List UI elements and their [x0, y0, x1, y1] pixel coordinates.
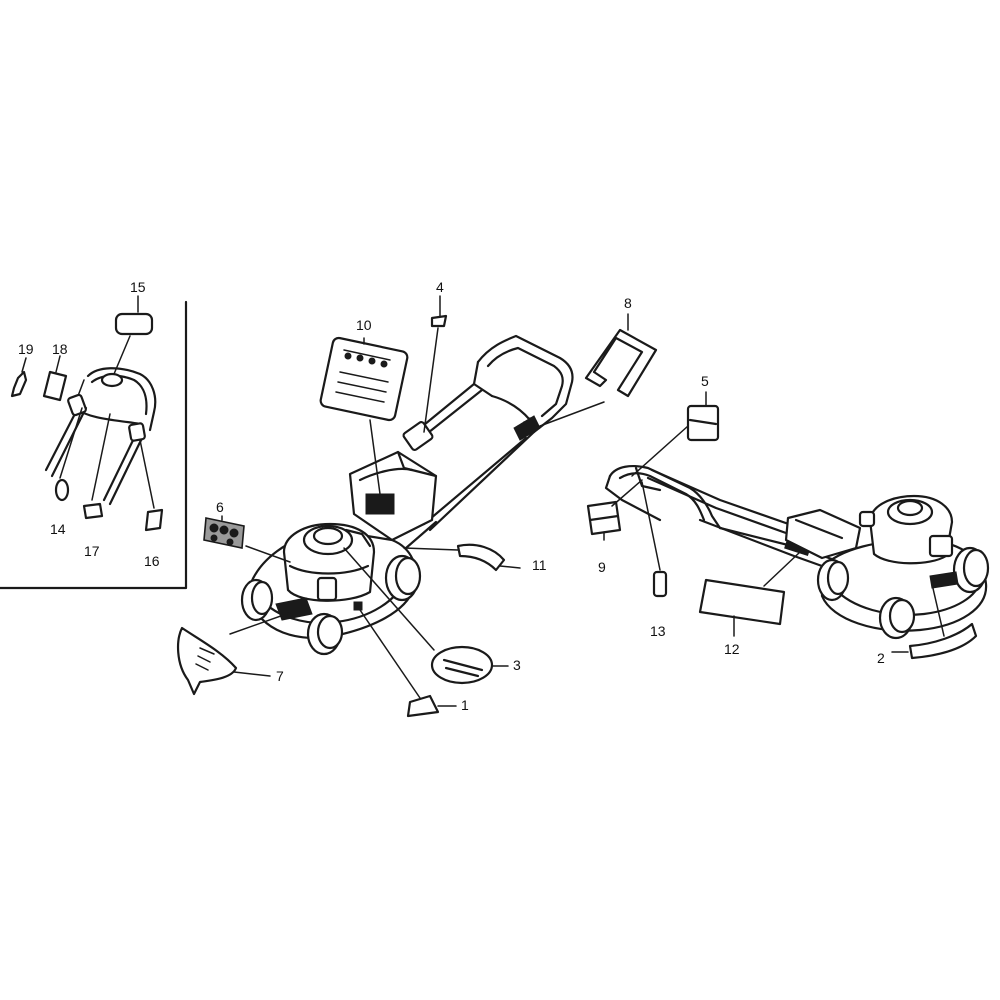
right-grass-bag	[784, 508, 862, 560]
center-mower	[176, 295, 658, 718]
decal-11-shape	[456, 543, 506, 572]
callout-12: 12	[724, 641, 740, 657]
callout-1: 1	[461, 697, 469, 713]
inset-border	[0, 300, 188, 590]
center-deck	[240, 522, 422, 656]
callout-4: 4	[436, 279, 444, 295]
decal-15-shape	[114, 312, 154, 336]
decal-16-shape	[144, 508, 164, 532]
decal-10-shape	[319, 336, 409, 422]
right-mower	[586, 391, 990, 660]
callout-14: 14	[50, 521, 66, 537]
decal-1-shape	[406, 694, 440, 718]
callout-8: 8	[624, 295, 632, 311]
callout-15: 15	[130, 279, 146, 295]
callout-10: 10	[356, 317, 372, 333]
decal-14-shape	[54, 478, 70, 502]
center-grass-bag	[348, 450, 438, 542]
callout-9: 9	[598, 559, 606, 575]
decal-8-shape	[584, 328, 658, 398]
decal-4-shape	[430, 314, 448, 328]
callout-labels: 1 2 3 4 5 6 7 8 9 10 11 12 13 14 15 16 1…	[18, 279, 885, 713]
center-handle	[402, 334, 574, 550]
callout-5: 5	[701, 373, 709, 389]
decal-2-shape	[908, 622, 978, 660]
decal-18-shape	[42, 370, 68, 402]
callout-17: 17	[84, 543, 100, 559]
callout-16: 16	[144, 553, 160, 569]
callout-7: 7	[276, 668, 284, 684]
callout-19: 19	[18, 341, 34, 357]
callout-13: 13	[650, 623, 666, 639]
callout-3: 3	[513, 657, 521, 673]
decal-13-shape	[652, 570, 668, 598]
decal-12-shape	[698, 578, 786, 626]
inset-panel	[0, 295, 188, 590]
decal-17-shape	[82, 502, 104, 520]
callout-11: 11	[532, 557, 547, 573]
callout-6: 6	[216, 499, 224, 515]
right-deck	[816, 494, 990, 640]
callout-2: 2	[877, 650, 885, 666]
decal-19-shape	[10, 370, 28, 398]
callout-18: 18	[52, 341, 68, 357]
